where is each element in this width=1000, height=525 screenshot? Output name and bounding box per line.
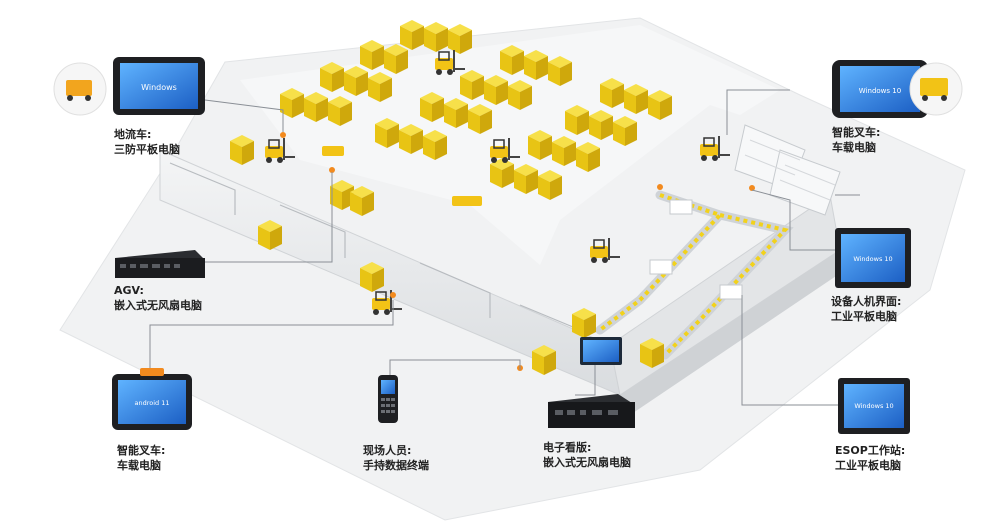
forklifts [264,49,731,316]
embedded-pc-icon [115,250,205,278]
caption-subtitle: 嵌入式无风扇电脑 [114,299,202,312]
rugged-tablet-icon: Windows [113,57,205,115]
caption-subtitle: 手持数据终端 [363,459,429,472]
caption-title: 智能叉车: [832,126,881,139]
caption-subtitle: 三防平板电脑 [114,143,180,156]
windows10-label-3: Windows 10 [854,402,893,410]
caption-subtitle: 工业平板电脑 [835,459,901,472]
storage-racks [734,124,841,216]
caption-subtitle: 嵌入式无风扇电脑 [543,456,631,469]
caption-hmi: 设备人机界面: 工业平板电脑 [831,294,901,324]
forklift-photo-icon-right [909,62,963,116]
windows10-label-2: Windows 10 [853,255,892,263]
forklift-photo-icon [53,62,107,116]
caption-agv: AGV: 嵌入式无风扇电脑 [114,283,202,313]
warehouse-floor [59,17,966,521]
caption-title: 设备人机界面: [831,295,902,308]
fanless-box-icon [548,394,635,428]
panel-pc-icon-esop: Windows 10 [838,378,910,434]
caption-title: AGV: [114,284,144,297]
caption-title: ESOP工作站: [835,444,906,457]
caption-subtitle: 车载电脑 [832,141,876,154]
caption-esop: ESOP工作站: 工业平板电脑 [835,443,905,473]
android-label: android 11 [134,399,169,407]
caption-subtitle: 工业平板电脑 [831,310,897,323]
caption-smart-forklift-bottom: 智能叉车: 车载电脑 [117,443,165,473]
caption-field-staff: 现场人员: 手持数据终端 [363,443,429,473]
windows-label: Windows [141,83,177,92]
caption-title: 电子看版: [543,441,592,454]
vehicle-tablet-icon: Windows 10 [832,60,928,118]
caption-subtitle: 车载电脑 [117,459,161,472]
caption-title: 现场人员: [363,444,412,457]
caption-title: 智能叉车: [117,444,166,457]
location-markers [280,132,755,371]
windows10-label-1: Windows 10 [859,87,901,95]
handheld-terminal-icon [378,375,398,423]
conveyor-belts [595,190,794,360]
caption-smart-forklift-top: 智能叉车: 车载电脑 [832,125,880,155]
caption-ground-cart: 地流车: 三防平板电脑 [114,127,180,157]
panel-pc-icon-hmi: Windows 10 [835,228,911,288]
connector-lines [149,89,860,406]
caption-title: 地流车: [114,128,152,141]
android-tablet-icon: android 11 [112,368,192,430]
caption-e-board: 电子看版: 嵌入式无风扇电脑 [543,440,631,470]
